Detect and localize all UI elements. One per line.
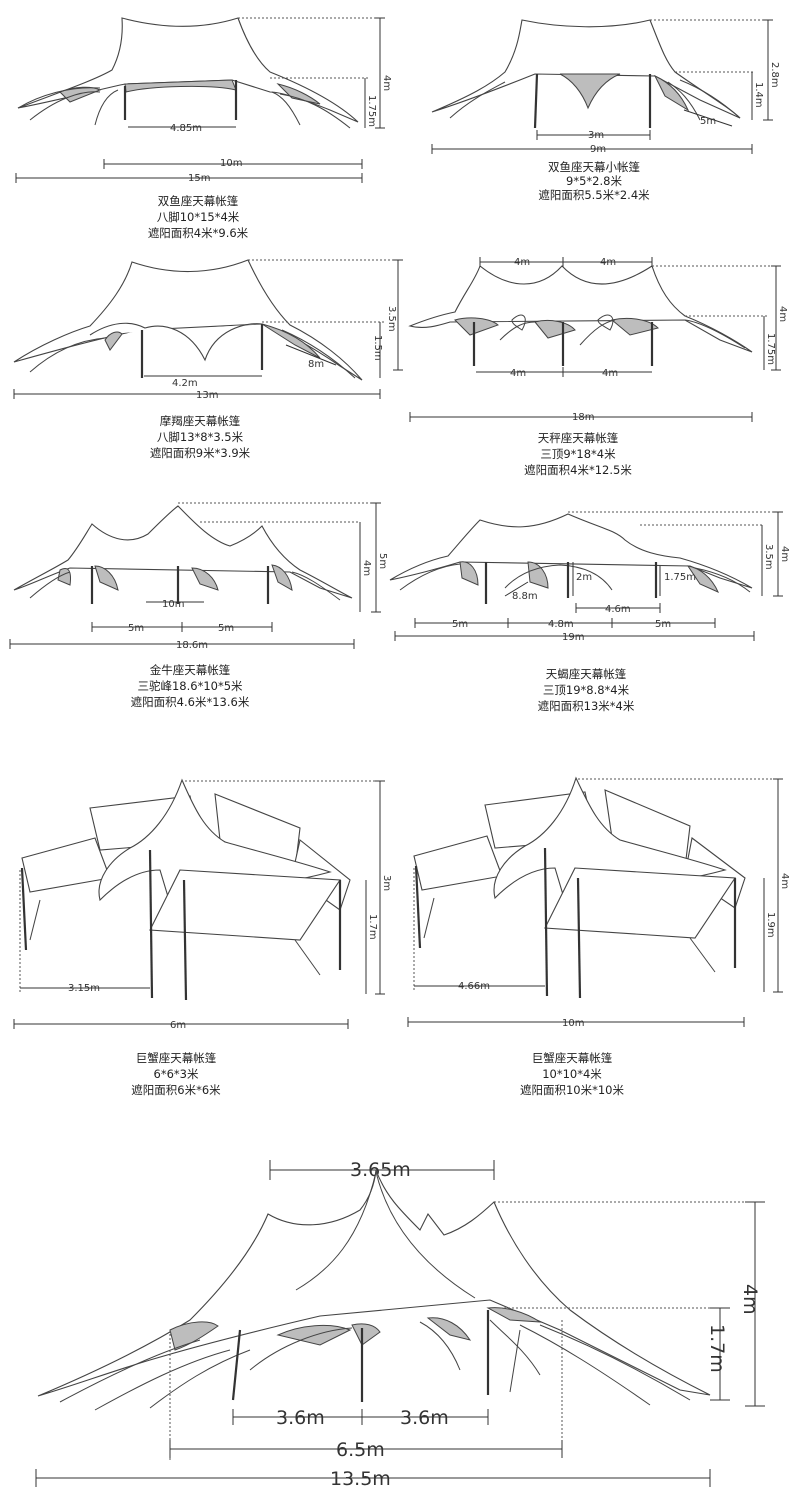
dim-top-span: 3.65m [350,1159,411,1181]
dim-span-left: 5m [452,619,468,630]
dim-height: 4m [739,1284,761,1315]
dim-height: 4m [779,873,790,889]
dim-total-width: 18m [572,412,594,423]
dim-height: 5m [377,553,388,569]
dim-height: 4m [381,75,392,91]
dim-side-height: 4m [361,560,372,576]
dim-half-width: 3.15m [68,983,100,994]
dim-side-height: 1.4m [753,82,764,108]
tent-mojie: 3.5m 1.5m 8m 4.2m 13m 摩羯座天幕帐篷 八脚13*8*3.5… [13,259,403,460]
tent-juxie-small: 3m 1.7m 3.15m 6m 巨蟹座天幕帐篷 6*6*3米 遮阳面积6米*6… [13,778,392,1097]
caption-line-2: 八脚10*15*4米 [157,210,240,224]
dim-span-mid: 4.8m [548,619,574,630]
dim-side-height: 1.5m [372,335,383,361]
dim-total-width: 15m [188,173,210,184]
caption-line-1: 巨蟹座天幕帐篷 [136,1051,217,1065]
dim-inner-width: 10m [220,158,242,169]
dim-total-width: 13m [196,390,218,401]
dim-height: 4m [777,306,788,322]
caption-line-3: 遮阳面积10米*10米 [520,1083,625,1097]
caption-line-3: 遮阳面积13米*4米 [538,699,635,713]
tent-tianxie: 4m 3.5m 2m 1.75m 8.8m 4.6m 5m 4.8m 5m 19… [389,511,790,713]
dim-depth: 10m [162,599,184,610]
dim-pole-span-right: 5m [218,623,234,634]
dim-depth: 8.8m [512,591,538,602]
caption-line-3: 遮阳面积9米*3.9米 [150,446,251,460]
dim-depth: 5m [700,116,716,127]
dim-mid-height: 2m [576,572,592,583]
dim-total-width: 13.5m [330,1468,391,1490]
dim-total-width: 10m [562,1018,584,1029]
caption-line-1: 双鱼座天幕帐篷 [158,194,239,208]
dim-total-width: 6m [170,1020,186,1031]
dim-total-width: 18.6m [176,640,208,651]
dim-height: 4m [779,546,790,562]
caption-line-1: 双鱼座天幕小帐篷 [548,160,640,174]
dim-side-height: 1.7m [367,914,378,940]
dim-total-width: 19m [562,632,584,643]
caption-line-3: 遮阳面积4.6米*13.6米 [131,695,250,709]
caption-line-3: 遮阳面积5.5米*2.4米 [538,188,650,202]
dim-pole-span: 3m [588,130,604,141]
caption-line-2: 三驼峰18.6*10*5米 [137,679,243,693]
caption-line-2: 9*5*2.8米 [566,174,622,188]
caption-line-3: 遮阳面积4米*9.6米 [148,226,249,240]
dim-pole-span-left: 3.6m [276,1407,325,1429]
dim-top-spacing-right: 4m [600,257,616,268]
dim-pole-span-right: 3.6m [400,1407,449,1429]
dim-pole-span-left: 4m [510,368,526,379]
tent-shuangyu-large: 4m 1.75m 4.85m 10m 15m 双鱼座天幕帐篷 八脚10*15*4… [15,17,392,240]
dim-inner-width: 6.5m [336,1439,385,1461]
dim-side-pole-height: 1.75m [664,572,696,583]
caption-line-2: 八脚13*8*3.5米 [157,430,244,444]
dim-pole-span: 4.85m [170,123,202,134]
tent-juxie-large: 4m 1.9m 4.66m 10m 巨蟹座天幕帐篷 10*10*4米 遮阳面积1… [407,776,790,1097]
caption-line-2: 6*6*3米 [154,1067,199,1081]
dim-pole-span: 4.2m [172,378,198,389]
caption-line-1: 天蝎座天幕帐篷 [546,667,627,681]
dim-side-height: 1.75m [765,333,776,365]
tent-jinniu: 5m 4m 10m 5m 5m 18.6m 金牛座天幕帐篷 三驼峰18.6*10… [9,502,388,709]
dim-half-width: 4.66m [458,981,490,992]
dim-height: 2.8m [769,62,780,88]
caption-line-1: 金牛座天幕帐篷 [150,663,231,677]
caption-line-3: 遮阳面积6米*6米 [131,1083,221,1097]
dim-height: 3.5m [386,306,397,332]
dim-pole-span-left: 5m [128,623,144,634]
tent-large-bottom: 3.65m 4m 1.7m 3.6 [35,1159,765,1490]
caption-line-1: 巨蟹座天幕帐篷 [532,1051,613,1065]
dim-total-width: 9m [590,144,606,155]
caption-line-3: 遮阳面积4米*12.5米 [524,463,632,477]
dim-side-height: 1.75m [366,95,377,127]
dim-depth: 8m [308,359,324,370]
caption-line-2: 10*10*4米 [542,1067,602,1081]
caption-line-1: 天秤座天幕帐篷 [538,431,619,445]
dim-side-height: 1.9m [765,912,776,938]
tent-shuangyu-small: 2.8m 1.4m 5m 3m 9m 双鱼座天幕小帐篷 9*5*2.8米 遮阳面… [431,19,780,202]
dim-side-height: 1.7m [706,1324,728,1373]
dim-top-spacing-left: 4m [514,257,530,268]
tent-tiancheng: 4m 4m 4m 1.75m 4m 4m 18m 天秤座天幕帐篷 三顶9*18*… [408,257,788,477]
dim-side-height: 3.5m [763,544,774,570]
dim-pole-span-right: 4m [602,368,618,379]
dim-span-right: 5m [655,619,671,630]
dim-inner-span: 4.6m [605,604,631,615]
dim-height: 3m [381,875,392,891]
caption-line-2: 三顶19*8.8*4米 [543,683,630,697]
caption-line-1: 摩羯座天幕帐篷 [160,414,241,428]
caption-line-2: 三顶9*18*4米 [540,447,616,461]
